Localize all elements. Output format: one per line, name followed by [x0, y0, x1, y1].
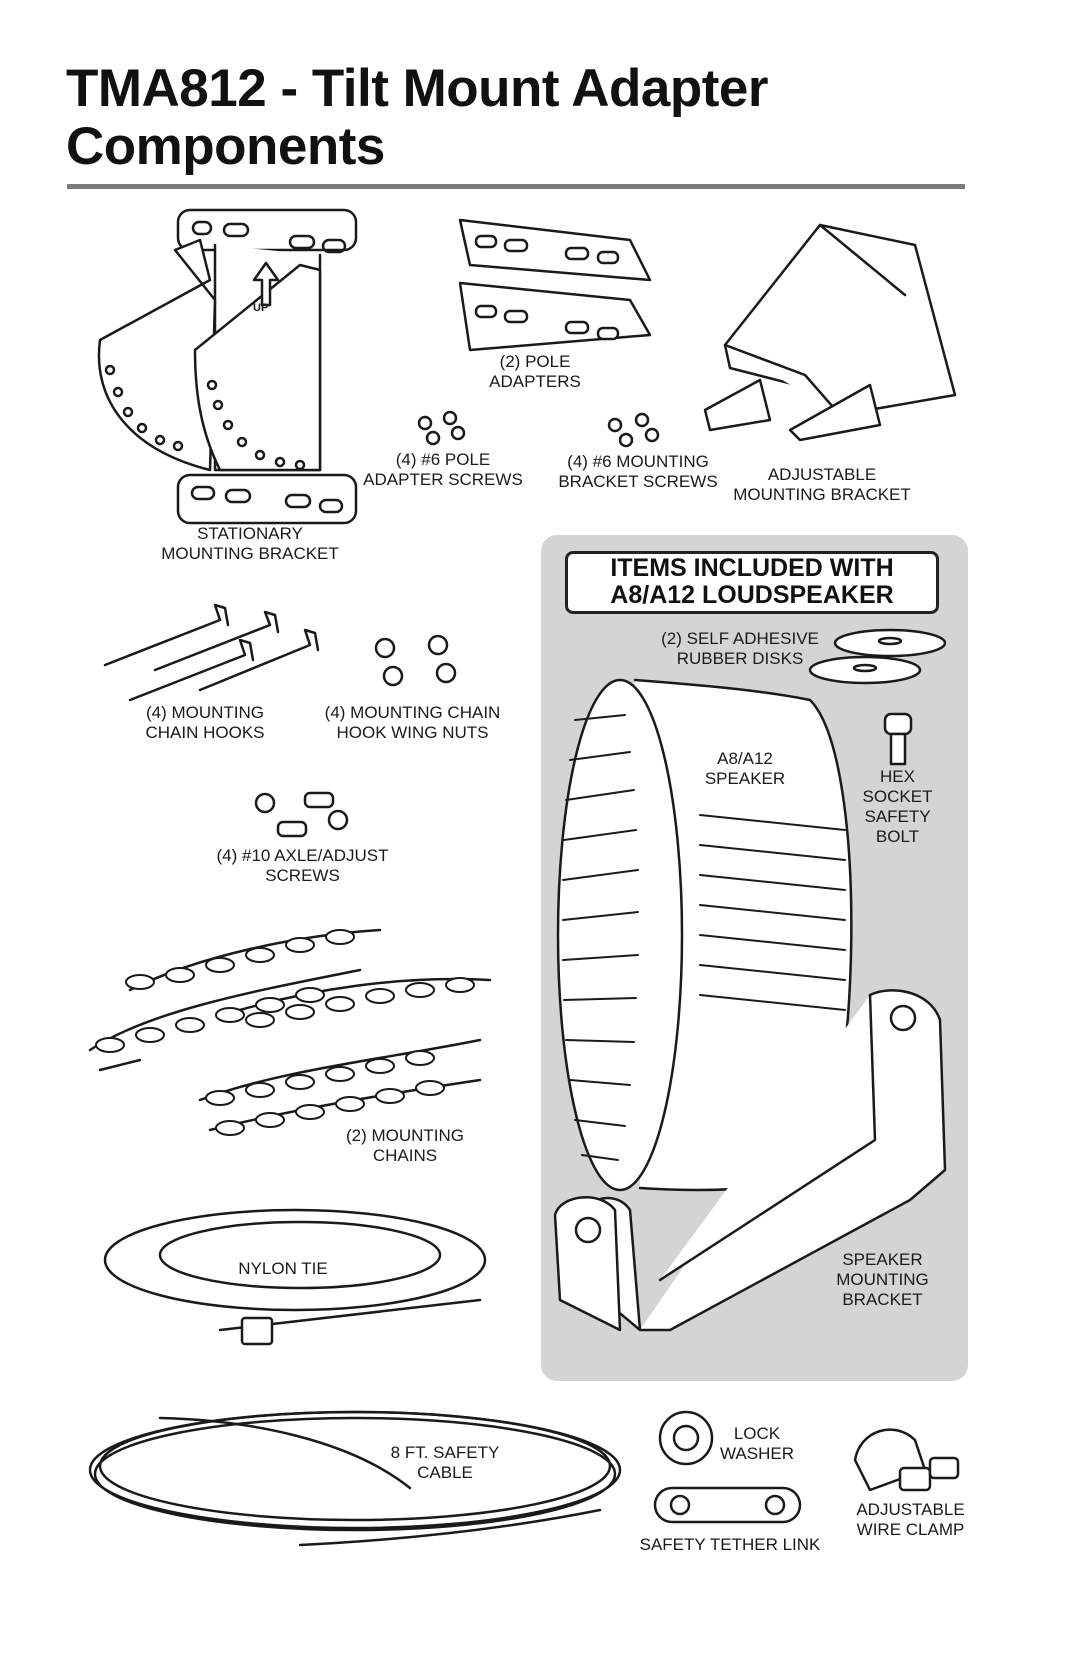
- label-line: CHAIN HOOKS: [145, 723, 265, 742]
- label-line: BRACKET SCREWS: [558, 472, 718, 491]
- label-mounting-chains: (2) MOUNTING CHAINS: [335, 1126, 475, 1166]
- label-line: ADJUSTABLE: [767, 465, 877, 484]
- nylon-tie-illustration: [103, 1208, 487, 1346]
- label-line: SAFETY: [864, 807, 931, 826]
- label-line: MOUNTING: [836, 1270, 929, 1289]
- label-line: BOLT: [875, 827, 920, 846]
- label-line: CHAINS: [372, 1146, 438, 1165]
- label-stationary-bracket: STATIONARY MOUNTING BRACKET: [155, 524, 345, 564]
- hex-socket-safety-bolt-illustration: [883, 712, 913, 766]
- label-line: (4) #6 MOUNTING: [567, 452, 709, 471]
- label-wing-nuts: (4) MOUNTING CHAIN HOOK WING NUTS: [320, 703, 505, 743]
- title-divider: [67, 184, 965, 189]
- label-line: MOUNTING BRACKET: [733, 485, 911, 504]
- label-line: ADAPTER SCREWS: [363, 470, 523, 489]
- label-line: (2) SELF ADHESIVE: [661, 629, 819, 648]
- label-pole-adapter-screws: (4) #6 POLE ADAPTER SCREWS: [358, 450, 528, 490]
- speaker-illustration: [556, 678, 853, 1192]
- pole-adapters-illustration: [458, 218, 652, 352]
- lock-washer-illustration: [658, 1410, 714, 1466]
- label-adjustable-bracket: ADJUSTABLE MOUNTING BRACKET: [727, 465, 917, 505]
- heading-line: A8/A12 LOUDSPEAKER: [610, 581, 894, 609]
- label-line: (2) MOUNTING: [345, 1126, 465, 1145]
- label-safety-cable: 8 FT. SAFETY CABLE: [380, 1443, 510, 1483]
- axle-screws-illustration: [254, 791, 349, 838]
- label-line: SPEAKER: [704, 769, 786, 788]
- label-mounting-bracket-screws: (4) #6 MOUNTING BRACKET SCREWS: [548, 452, 728, 492]
- label-line: RUBBER DISKS: [676, 649, 804, 668]
- label-nylon-tie: NYLON TIE: [238, 1259, 328, 1278]
- label-line: (4) #6 POLE: [395, 450, 491, 469]
- label-line: BRACKET: [842, 1290, 923, 1309]
- label-speaker: A8/A12 SPEAKER: [695, 749, 795, 789]
- title-line-2: Components: [66, 117, 385, 176]
- label-speaker-bracket: SPEAKER MOUNTING BRACKET: [830, 1250, 935, 1310]
- label-line: WIRE CLAMP: [856, 1520, 965, 1539]
- label-line: 8 FT. SAFETY: [390, 1443, 500, 1462]
- adjustable-wire-clamp-illustration: [853, 1428, 960, 1492]
- label-line: LOCK: [733, 1424, 781, 1443]
- label-line: WASHER: [720, 1444, 794, 1463]
- label-line: HOOK WING NUTS: [336, 723, 489, 742]
- included-items-heading: ITEMS INCLUDED WITH A8/A12 LOUDSPEAKER: [565, 551, 939, 614]
- label-line: STATIONARY: [197, 524, 303, 543]
- bracket-screws-illustration: [607, 412, 660, 448]
- speaker-mounting-bracket-illustration: [553, 989, 947, 1332]
- stationary-mounting-bracket-illustration: [97, 208, 358, 525]
- label-pole-adapters: (2) POLE ADAPTERS: [470, 352, 600, 392]
- label-line: SPEAKER: [842, 1250, 923, 1269]
- heading-line: ITEMS INCLUDED WITH: [610, 554, 894, 582]
- label-safety-bolt: HEX SOCKET SAFETY BOLT: [855, 767, 940, 847]
- safety-tether-link-illustration: [653, 1486, 802, 1524]
- label-lock-washer: LOCK WASHER: [712, 1424, 802, 1464]
- wing-nuts-illustration: [374, 634, 457, 687]
- pole-adapter-screws-illustration: [417, 410, 466, 446]
- page-title: TMA812 - Tilt Mount Adapter Components: [66, 59, 769, 176]
- label-line: ADAPTERS: [489, 372, 581, 391]
- label-line: (2) POLE: [499, 352, 571, 371]
- label-safety-tether-link: SAFETY TETHER LINK: [639, 1535, 821, 1554]
- label-line: (4) #10 AXLE/ADJUST: [216, 846, 389, 865]
- title-line-1: TMA812 - Tilt Mount Adapter: [66, 59, 769, 118]
- label-line: MOUNTING BRACKET: [161, 544, 339, 563]
- label-line: (4) MOUNTING CHAIN: [324, 703, 501, 722]
- stamp-up: UP: [253, 302, 269, 314]
- label-line: A8/A12: [717, 749, 773, 768]
- label-axle-screws: (4) #10 AXLE/ADJUST SCREWS: [210, 846, 395, 886]
- label-wire-clamp: ADJUSTABLE WIRE CLAMP: [848, 1500, 973, 1540]
- mounting-chains-illustration: [88, 928, 492, 1136]
- label-line: ADJUSTABLE: [856, 1500, 965, 1519]
- label-line: CABLE: [417, 1463, 473, 1482]
- rubber-disks-illustration: [808, 628, 947, 685]
- safety-cable-illustration: [88, 1410, 622, 1547]
- adjustable-mounting-bracket-illustration: [703, 223, 957, 442]
- label-chain-hooks: (4) MOUNTING CHAIN HOOKS: [135, 703, 275, 743]
- mounting-chain-hooks-illustration: [103, 603, 320, 702]
- label-line: (4) MOUNTING: [145, 703, 265, 722]
- label-line: SOCKET: [862, 787, 933, 806]
- label-rubber-disks: (2) SELF ADHESIVE RUBBER DISKS: [655, 629, 825, 669]
- label-line: HEX: [880, 767, 915, 786]
- label-line: SCREWS: [265, 866, 340, 885]
